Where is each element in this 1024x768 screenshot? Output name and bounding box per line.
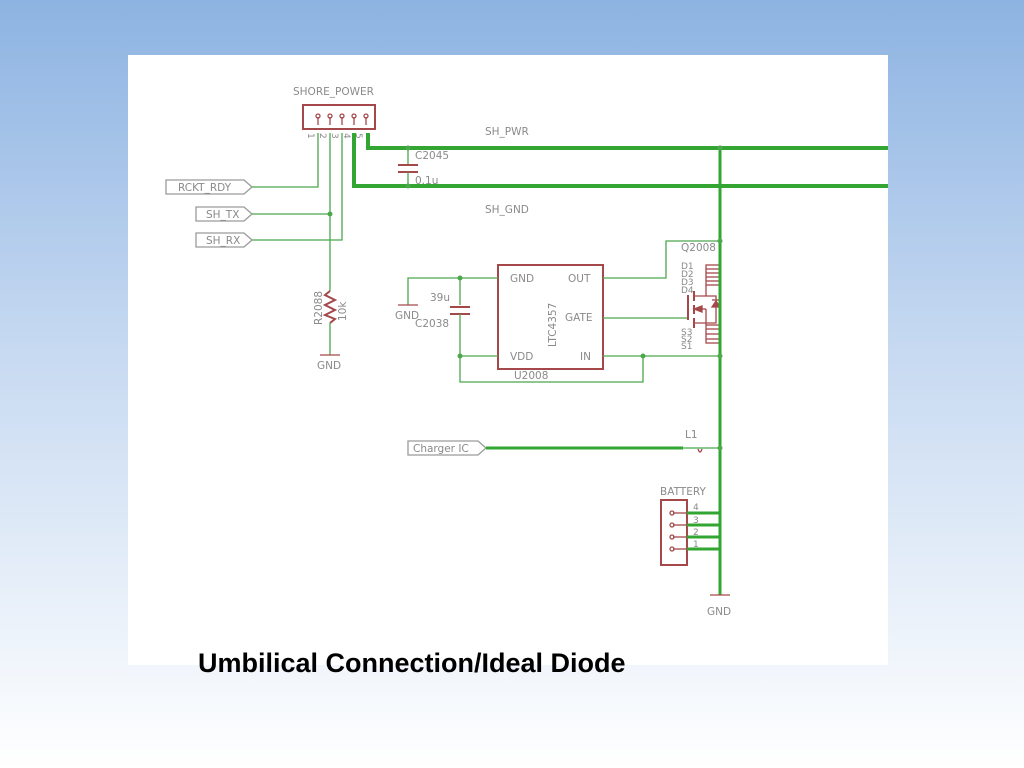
mosfet-q2008: Q2008 D1 D2 D3 D4 S3 S2 S1 bbox=[603, 240, 722, 359]
power-buses: SH_PWR SH_GND bbox=[352, 126, 888, 216]
shore-pin-5: 5 bbox=[353, 133, 363, 139]
svg-text:D3: D3 bbox=[681, 278, 694, 288]
ic-pin-out: OUT bbox=[568, 273, 591, 285]
shore-pin-4: 4 bbox=[341, 133, 351, 139]
svg-text:SH_TX: SH_TX bbox=[206, 209, 239, 221]
c2045-name: C2045 bbox=[415, 150, 449, 162]
battery-label: BATTERY bbox=[660, 486, 706, 498]
port-charger-ic: Charger IC bbox=[407, 440, 487, 456]
svg-text:1: 1 bbox=[693, 540, 699, 550]
ic-pin-vdd: VDD bbox=[510, 351, 533, 363]
ic-pin-gnd: GND bbox=[510, 273, 534, 285]
svg-text:RCKT_RDY: RCKT_RDY bbox=[178, 182, 232, 194]
output-rail bbox=[717, 145, 723, 595]
signal-ports: RCKT_RDY SH_TX SH_RX bbox=[165, 133, 343, 248]
sh-gnd-label: SH_GND bbox=[485, 204, 529, 216]
svg-text:Charger IC: Charger IC bbox=[413, 443, 469, 455]
ic-pin-gate: GATE bbox=[565, 312, 593, 324]
shore-power-body bbox=[302, 104, 376, 130]
schematic-diagram: SHORE_POWER 1 2 3 4 5 bbox=[165, 86, 888, 618]
svg-text:D2: D2 bbox=[681, 270, 694, 280]
ic-pin-in: IN bbox=[580, 351, 591, 363]
svg-text:SH_RX: SH_RX bbox=[206, 235, 240, 247]
shore-power-pins: 1 2 3 4 5 bbox=[305, 113, 369, 139]
port-rckt-rdy: RCKT_RDY bbox=[165, 179, 253, 195]
charger-input: Charger IC L1 bbox=[407, 429, 720, 456]
ic-part-number: LTC4357 bbox=[547, 303, 559, 347]
svg-text:3: 3 bbox=[693, 516, 699, 526]
svg-text:2: 2 bbox=[693, 528, 699, 538]
capacitor-c2038: GND 39u C2038 bbox=[395, 275, 644, 383]
inductor-l1: L1 bbox=[685, 429, 703, 453]
shore-pin-1: 1 bbox=[305, 133, 315, 139]
svg-text:S2: S2 bbox=[681, 335, 692, 345]
battery-body bbox=[660, 499, 688, 566]
r2088-value: 10k bbox=[337, 301, 349, 321]
shore-pin-2: 2 bbox=[317, 133, 327, 139]
cap-gnd-label: GND bbox=[395, 310, 419, 322]
svg-text:D1: D1 bbox=[681, 262, 694, 272]
q2008-name: Q2008 bbox=[681, 242, 716, 254]
shore-pin-3: 3 bbox=[329, 133, 339, 139]
ic-name: U2008 bbox=[514, 370, 548, 382]
svg-text:S1: S1 bbox=[681, 342, 692, 352]
ic-u2008: GND OUT GATE VDD IN LTC4357 U2008 bbox=[497, 264, 604, 382]
sh-gnd-bus bbox=[352, 133, 888, 188]
shore-power-connector: SHORE_POWER 1 2 3 4 5 bbox=[293, 86, 376, 139]
ic-body bbox=[497, 264, 604, 370]
schematic-panel: SHORE_POWER 1 2 3 4 5 bbox=[128, 55, 888, 665]
sh-pwr-bus bbox=[366, 133, 888, 150]
c2038-name: C2038 bbox=[415, 318, 449, 330]
r2088-name: R2088 bbox=[313, 291, 325, 325]
svg-text:L1: L1 bbox=[685, 429, 698, 441]
resistor-r2088: R2088 10k GND bbox=[313, 214, 349, 372]
sh-pwr-label: SH_PWR bbox=[485, 126, 529, 138]
battery-gnd-label: GND bbox=[707, 606, 731, 618]
svg-text:S3: S3 bbox=[681, 328, 692, 338]
slide-title: Umbilical Connection/Ideal Diode bbox=[198, 648, 626, 678]
resistor-gnd-label: GND bbox=[317, 360, 341, 372]
port-sh-tx: SH_TX bbox=[195, 206, 253, 222]
svg-text:4: 4 bbox=[693, 503, 699, 513]
battery-connector: BATTERY 4 3 2 1 GND bbox=[660, 486, 731, 618]
svg-text:D4: D4 bbox=[681, 286, 694, 296]
c2038-value: 39u bbox=[430, 292, 450, 304]
c2045-value: 0.1u bbox=[415, 175, 438, 187]
shore-power-label: SHORE_POWER bbox=[293, 86, 374, 98]
capacitor-c2045: C2045 0.1u bbox=[398, 145, 449, 189]
port-sh-rx: SH_RX bbox=[195, 232, 253, 248]
